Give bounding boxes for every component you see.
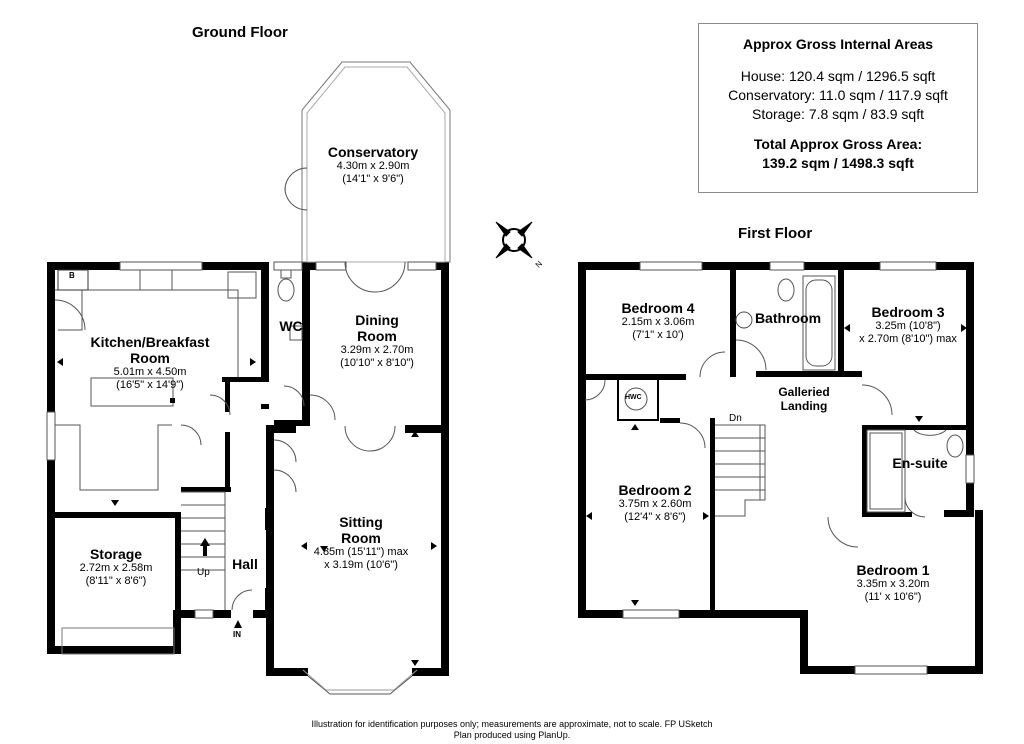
room-bedroom-2: Bedroom 2 3.75m x 2.60m (12'4" x 8'6") [600,482,710,523]
room-name-line2: Landing [780,398,828,413]
compass-icon [495,221,533,259]
room-hall: Hall [226,556,264,572]
room-name-line1: Sitting [339,514,383,530]
ground-floor-details [46,61,451,695]
room-metric: 3.35m x 3.20m [856,578,930,591]
room-name-line1: Galleried [778,385,830,399]
room-name: Bedroom 1 [856,562,930,578]
room-conservatory: Conservatory 4.30m x 2.90m (14'1" x 9'6"… [318,144,428,185]
room-imperial: (11' x 10'6") [864,590,922,603]
room-en-suite: En-suite [880,455,960,471]
room-imperial: (10'10" x 8'10") [340,356,414,369]
disclaimer-line2: Plan produced using PlanUp. [453,730,571,740]
disclaimer-line1: Illustration for identification purposes… [311,719,713,729]
dimension-arrows [57,324,967,666]
room-name-line2: Room [341,530,381,547]
room-name: Hall [232,556,258,572]
gross-internal-areas-panel: Approx Gross Internal Areas House: 120.4… [698,23,978,193]
room-kitchen-breakfast: Kitchen/Breakfast Room 5.01m x 4.50m (16… [80,334,220,391]
stairs-up-label: Up [197,567,210,578]
room-size-line1: 3.25m (10'8") [875,320,941,333]
room-name-line1: Dining [355,312,399,328]
room-size-line2: x 2.70m (8'10") max [859,332,957,345]
room-dining: Dining Room 3.29m x 2.70m (10'10" x 8'10… [322,312,432,369]
room-name-line1: Kitchen/Breakfast [90,334,210,350]
room-bedroom-3: Bedroom 3 3.25m (10'8") x 2.70m (8'10") … [848,304,968,345]
total-area-value: 139.2 sqm / 1498.3 sqft [762,155,914,171]
room-bathroom: Bathroom [748,310,828,326]
area-conservatory: Conservatory: 11.0 sqm / 117.9 sqft [728,87,948,103]
room-name-line2: Room [130,350,170,367]
room-imperial: (16'5" x 14'9") [116,378,184,391]
room-metric: 4.30m x 2.90m [336,160,410,173]
room-galleried-landing: Galleried Landing [764,385,844,414]
room-metric: 2.72m x 2.58m [79,562,153,575]
room-size-line1: 4.85m (15'11") max [313,546,409,559]
room-wc: WC [271,318,311,334]
entrance-label: IN [233,630,241,639]
room-name: Bedroom 3 [871,304,945,320]
room-name-line2: Room [357,328,397,345]
room-name: En-suite [892,455,948,471]
room-sitting: Sitting Room 4.85m (15'11") max x 3.19m … [296,514,426,571]
room-name: Storage [89,546,143,562]
room-name: Bedroom 4 [621,300,695,316]
room-size-line2: x 3.19m (10'6") [324,558,398,571]
hot-water-cylinder-label: HWC [625,394,642,401]
first-floor-details [584,261,975,675]
total-area-label: Total Approx Gross Area: [753,136,923,152]
room-imperial: (14'1" x 9'6") [342,172,404,185]
areas-header: Approx Gross Internal Areas [742,36,934,52]
ground-floor-title: Ground Floor [192,24,288,41]
room-bedroom-1: Bedroom 1 3.35m x 3.20m (11' x 10'6") [838,562,948,603]
area-house: House: 120.4 sqm / 1296.5 sqft [740,68,936,84]
room-bedroom-4: Bedroom 4 2.15m x 3.06m (7'1" x 10') [598,300,718,341]
room-name: Conservatory [327,144,419,160]
boiler-label: B [69,271,75,280]
room-storage: Storage 2.72m x 2.58m (8'11" x 8'6") [66,546,166,587]
room-metric: 2.15m x 3.06m [621,316,695,329]
room-metric: 3.29m x 2.70m [340,344,414,357]
first-floor-title: First Floor [738,225,813,242]
room-name: WC [279,318,303,334]
room-metric: 5.01m x 4.50m [113,366,187,379]
room-metric: 3.75m x 2.60m [618,498,692,511]
room-imperial: (7'1" x 10') [632,328,684,341]
stairs-down-label: Dn [729,413,742,424]
room-imperial: (12'4" x 8'6") [624,510,686,523]
area-storage: Storage: 7.8 sqm / 83.9 sqft [752,106,924,122]
room-imperial: (8'11" x 8'6") [85,574,147,587]
room-name: Bedroom 2 [618,482,692,498]
room-name: Bathroom [754,310,822,326]
